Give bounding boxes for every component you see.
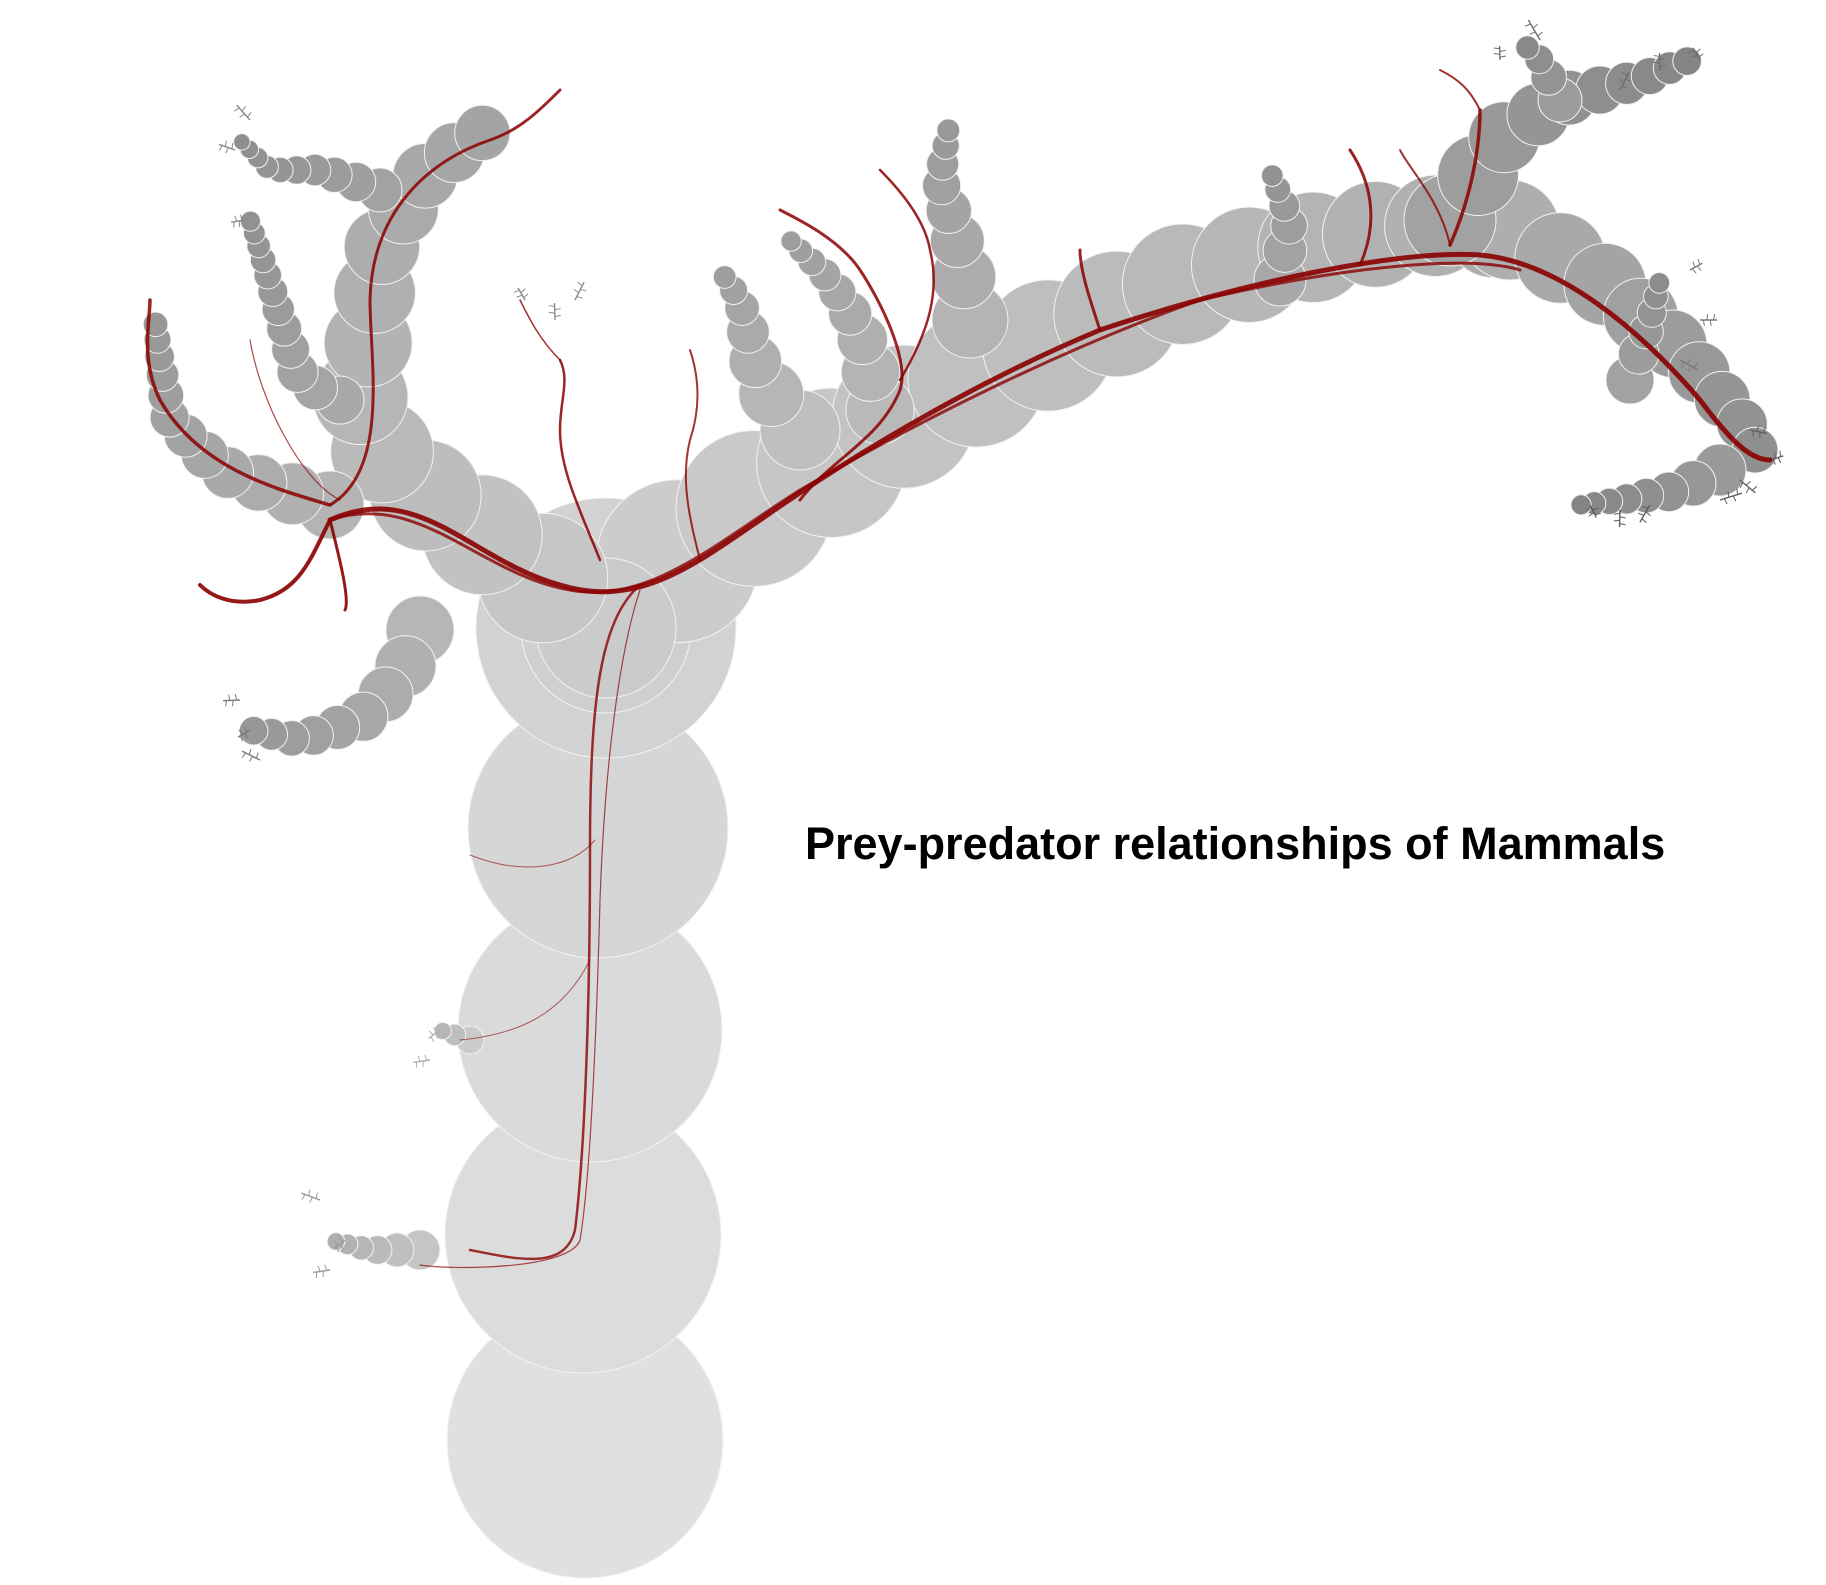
leaf-twig <box>325 1265 327 1271</box>
arm-node <box>781 231 801 251</box>
leaf-twig <box>524 294 529 298</box>
leaf-twig <box>555 309 561 310</box>
leaf-twig <box>242 106 246 111</box>
leaf-twig <box>1746 488 1749 493</box>
leaf-twig <box>225 141 226 147</box>
leaf-twig <box>1620 524 1626 525</box>
leaf-twig <box>242 753 246 758</box>
arm-node <box>1649 272 1670 293</box>
arm-node <box>937 119 960 142</box>
leaf-twig <box>1500 50 1506 51</box>
leaf-twig <box>521 289 526 293</box>
leaf-twig <box>223 700 240 701</box>
leaf-twig <box>1494 54 1500 55</box>
leaf-twig <box>1707 314 1708 320</box>
leaf-twig <box>226 701 227 707</box>
leaf-twig <box>1752 486 1757 490</box>
leaf-twig <box>1620 517 1626 518</box>
leaf-twig <box>1494 48 1500 49</box>
leaf-twig <box>302 1194 305 1199</box>
leaf-twig <box>549 306 555 307</box>
leaf-twig <box>1710 320 1711 326</box>
arm-node <box>239 716 268 745</box>
leaf-twig <box>580 289 586 291</box>
arm-node <box>1516 36 1539 59</box>
leaf-twig <box>316 1193 317 1199</box>
leaf-twig <box>1533 24 1538 28</box>
leaf-twig <box>247 112 251 117</box>
arm-node <box>234 134 250 150</box>
leaf-twig <box>1778 458 1781 463</box>
leaf-twig <box>418 1056 420 1062</box>
leaf-twig <box>309 1190 310 1196</box>
leaf-twig <box>413 1060 430 1062</box>
leaf-twig <box>429 1031 433 1035</box>
arm-node <box>240 211 260 231</box>
leaf-twig <box>318 1266 320 1272</box>
leaf-twig <box>309 1197 312 1202</box>
leaf-twig <box>555 315 561 316</box>
leaf-twig <box>237 105 250 120</box>
leaf-twig <box>425 1055 427 1061</box>
leaf-twig <box>1642 519 1647 523</box>
leaf-twig <box>577 282 582 286</box>
leaf-twig <box>229 695 230 701</box>
leaf-twig <box>1500 56 1506 57</box>
leaf-twig <box>235 216 237 222</box>
leaf-twig <box>1697 266 1701 271</box>
leaf-twig <box>234 108 239 111</box>
diagram-title: Prey-predator relationships of Mammals <box>805 818 1665 870</box>
leaf-twig <box>517 295 523 297</box>
arm-node <box>1571 495 1591 515</box>
leaf-twig <box>1733 496 1736 501</box>
predator-prey-edge <box>1440 70 1480 110</box>
leaf-twig <box>1780 451 1781 457</box>
leaf-twig <box>1693 262 1695 268</box>
leaf-twig <box>249 756 253 761</box>
leaf-twig <box>1692 269 1696 274</box>
leaf-twig <box>1614 520 1620 521</box>
leaf-twig <box>256 752 258 758</box>
leaf-twig <box>549 312 555 313</box>
leaf-twig <box>574 289 579 293</box>
leaf-twig <box>1714 314 1715 320</box>
arm-node <box>1261 165 1283 187</box>
leaf-twig <box>577 296 583 298</box>
leaf-twig <box>514 290 520 292</box>
leaf-twig <box>235 694 236 700</box>
leaf-twig <box>431 1037 434 1042</box>
leaf-twig <box>240 114 245 117</box>
leaf-twig <box>219 145 222 150</box>
leaf-twig <box>1724 499 1727 504</box>
leaf-twig <box>1525 24 1531 26</box>
leaf-twig <box>1690 263 1702 270</box>
leaf-twig <box>249 749 251 755</box>
leaf-twig <box>226 148 229 153</box>
leaf-twig <box>1698 259 1700 265</box>
leaf-twig <box>313 1270 330 1272</box>
leaf-twig <box>1746 481 1751 485</box>
arm-node <box>713 266 736 289</box>
leaf-twig <box>1538 32 1543 36</box>
leaf-twig <box>232 143 233 149</box>
leaf-twig <box>1703 320 1704 326</box>
leaf-twig <box>1530 32 1536 34</box>
leaf-twig <box>232 700 233 706</box>
leaf-twig <box>1638 513 1644 515</box>
